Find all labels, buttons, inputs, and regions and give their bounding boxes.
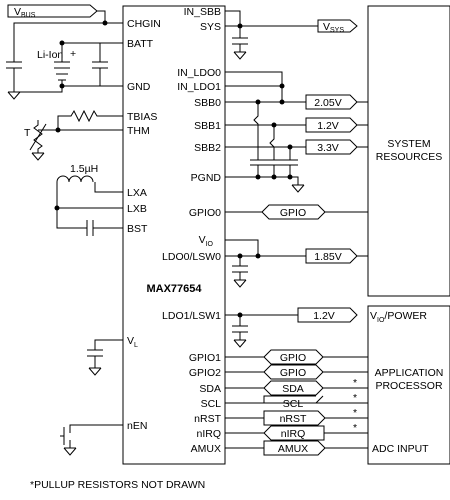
- bus-label-nrst: nRST: [280, 413, 307, 425]
- sbb1-voltage: 1.2V: [317, 120, 339, 132]
- pin-in-ldo0: IN_LDO0: [177, 67, 221, 79]
- sbb0-flag: [305, 94, 358, 110]
- pin-thm: THM: [127, 125, 150, 137]
- application-processor-line2: PROCESSOR: [375, 380, 443, 392]
- system-resources-line2: RESOURCES: [376, 151, 443, 163]
- star-nirq: *: [353, 422, 357, 434]
- system-resources-block: [367, 5, 450, 297]
- pin-gnd: GND: [127, 81, 151, 93]
- chip-name: MAX77654: [146, 283, 202, 295]
- pin-in-ldo1: IN_LDO1: [177, 81, 221, 93]
- bus-label-gpio2: GPIO: [280, 367, 306, 379]
- pin-bst: BST: [127, 223, 148, 235]
- pin-nirq: nIRQ: [196, 428, 221, 440]
- bus-label-amux: AMUX: [278, 443, 308, 455]
- pin-nrst: nRST: [194, 413, 221, 425]
- ldo0-flag: [305, 248, 358, 264]
- battery-plus: +: [70, 48, 76, 60]
- ldo0-voltage: 1.85V: [314, 251, 341, 263]
- pin-batt: BATT: [127, 38, 154, 50]
- footnote: *PULLUP RESISTORS NOT DRAWN: [30, 479, 205, 491]
- pin-sbb1: SBB1: [194, 120, 221, 132]
- sbb2-voltage: 3.3V: [317, 142, 339, 154]
- star-sda: *: [353, 377, 357, 389]
- inductor-label: 1.5µH: [70, 163, 98, 175]
- thermistor-label: T: [24, 127, 31, 139]
- sbb1-flag: [305, 117, 358, 133]
- sbb0-voltage: 2.05V: [314, 97, 341, 109]
- vbus-label: VBUS: [14, 6, 36, 19]
- gpio0-bus-label: GPIO: [280, 207, 306, 219]
- pin-gpio0: GPIO0: [189, 207, 221, 219]
- pin-sys: SYS: [200, 21, 221, 33]
- pin-ldo0-lsw0: LDO0/LSW0: [162, 251, 221, 263]
- sbb2-flag: [305, 139, 358, 155]
- application-processor-block: [367, 305, 450, 465]
- vio-power-label: VIO/POWER: [370, 310, 427, 324]
- pin-nen: nEN: [127, 420, 147, 432]
- pin-sbb0: SBB0: [194, 97, 221, 109]
- liion-label: Li-Ion: [37, 49, 63, 61]
- star-nrst: *: [353, 407, 357, 419]
- pin-lxa: LXA: [127, 187, 147, 199]
- pin-scl: SCL: [201, 398, 222, 410]
- vsys-flag: [317, 19, 358, 33]
- ldo1-voltage: 1.2V: [313, 310, 335, 322]
- pin-gpio2: GPIO2: [189, 367, 221, 379]
- application-processor-line1: APPLICATION: [375, 367, 444, 379]
- chip-body: [122, 5, 226, 465]
- pin-chgin: CHGIN: [127, 18, 161, 30]
- bus-label-nirq: nIRQ: [281, 428, 306, 440]
- pin-vl: VL: [127, 335, 138, 349]
- pin-sbb2: SBB2: [194, 142, 221, 154]
- pin-tbias: TBIAS: [127, 111, 157, 123]
- ldo1-flag: [297, 307, 358, 323]
- pin-amux: AMUX: [191, 443, 221, 455]
- vsys-label: VSYS: [323, 21, 344, 34]
- vbus-flag: [7, 4, 98, 18]
- bus-label-gpio1: GPIO: [280, 352, 306, 364]
- pin-lxb: LXB: [127, 203, 147, 215]
- adc-input-label: ADC INPUT: [372, 443, 429, 455]
- star-scl: *: [353, 392, 357, 404]
- pin-sda: SDA: [199, 383, 221, 395]
- pin-gpio1: GPIO1: [189, 352, 221, 364]
- pin-pgnd: PGND: [191, 172, 222, 184]
- bus-label-scl: SCL: [283, 398, 304, 410]
- pin-vio: VIO: [199, 234, 214, 248]
- pin-in-sbb: IN_SBB: [184, 6, 221, 18]
- pin-ldo1-lsw1: LDO1/LSW1: [162, 310, 221, 322]
- system-resources-line1: SYSTEM: [387, 138, 430, 150]
- bus-label-sda: SDA: [282, 383, 304, 395]
